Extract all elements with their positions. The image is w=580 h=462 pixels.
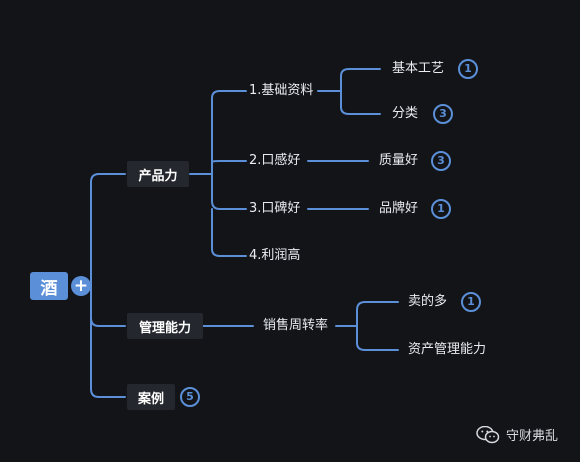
node-taste[interactable]: 2.口感好 (249, 153, 301, 168)
connector-root-product (90, 173, 126, 287)
node-asset-management[interactable]: 资产管理能力 (408, 342, 487, 357)
node-sales-turnover[interactable]: 销售周转率 (263, 318, 329, 333)
branch-product-label: 产品力 (138, 168, 178, 184)
quality-count-badge[interactable]: 3 (431, 151, 451, 171)
connector-product-basic (211, 90, 247, 175)
connector-turnover-sell (356, 301, 399, 327)
plus-icon: + (73, 276, 89, 296)
branch-cases-label: 案例 (137, 391, 164, 407)
node-brand[interactable]: 品牌好 (379, 201, 419, 216)
branch-product[interactable]: 产品力 (127, 161, 189, 187)
connector-basic-category (340, 90, 381, 115)
watermark-text: 守财弗乱 (506, 429, 559, 444)
watermark: 守财弗乱 (476, 425, 558, 444)
node-profit[interactable]: 4.利润高 (249, 248, 301, 263)
branch-cases[interactable]: 案例 (127, 384, 175, 410)
node-basic-info[interactable]: 1.基础资料 (249, 83, 314, 98)
node-reputation[interactable]: 3.口碑好 (249, 201, 301, 216)
category-count-badge[interactable]: 3 (433, 104, 453, 124)
connector-product-profit (211, 208, 247, 257)
wechat-icon (476, 425, 500, 443)
connector-root-cases (90, 317, 126, 398)
node-quality[interactable]: 质量好 (379, 153, 419, 168)
sell-count-badge[interactable]: 1 (461, 292, 481, 312)
node-category[interactable]: 分类 (392, 106, 419, 121)
root-label: 酒 (40, 278, 58, 299)
node-craft[interactable]: 基本工艺 (392, 61, 445, 76)
connector-product-taste (211, 160, 247, 163)
connector-product-reputation (211, 173, 247, 210)
cases-count-badge[interactable]: 5 (180, 387, 200, 407)
branch-management-label: 管理能力 (138, 320, 191, 336)
connector-turnover-asset (356, 325, 399, 351)
brand-count-badge[interactable]: 1 (431, 199, 451, 219)
root-node[interactable]: 酒 (30, 272, 68, 300)
craft-count-badge[interactable]: 1 (458, 59, 478, 79)
branch-management[interactable]: 管理能力 (127, 313, 203, 339)
expand-button[interactable]: + (71, 276, 91, 296)
connector-basic-craft (340, 68, 381, 92)
node-sell-more[interactable]: 卖的多 (408, 294, 448, 309)
connector-root-management (90, 285, 126, 327)
